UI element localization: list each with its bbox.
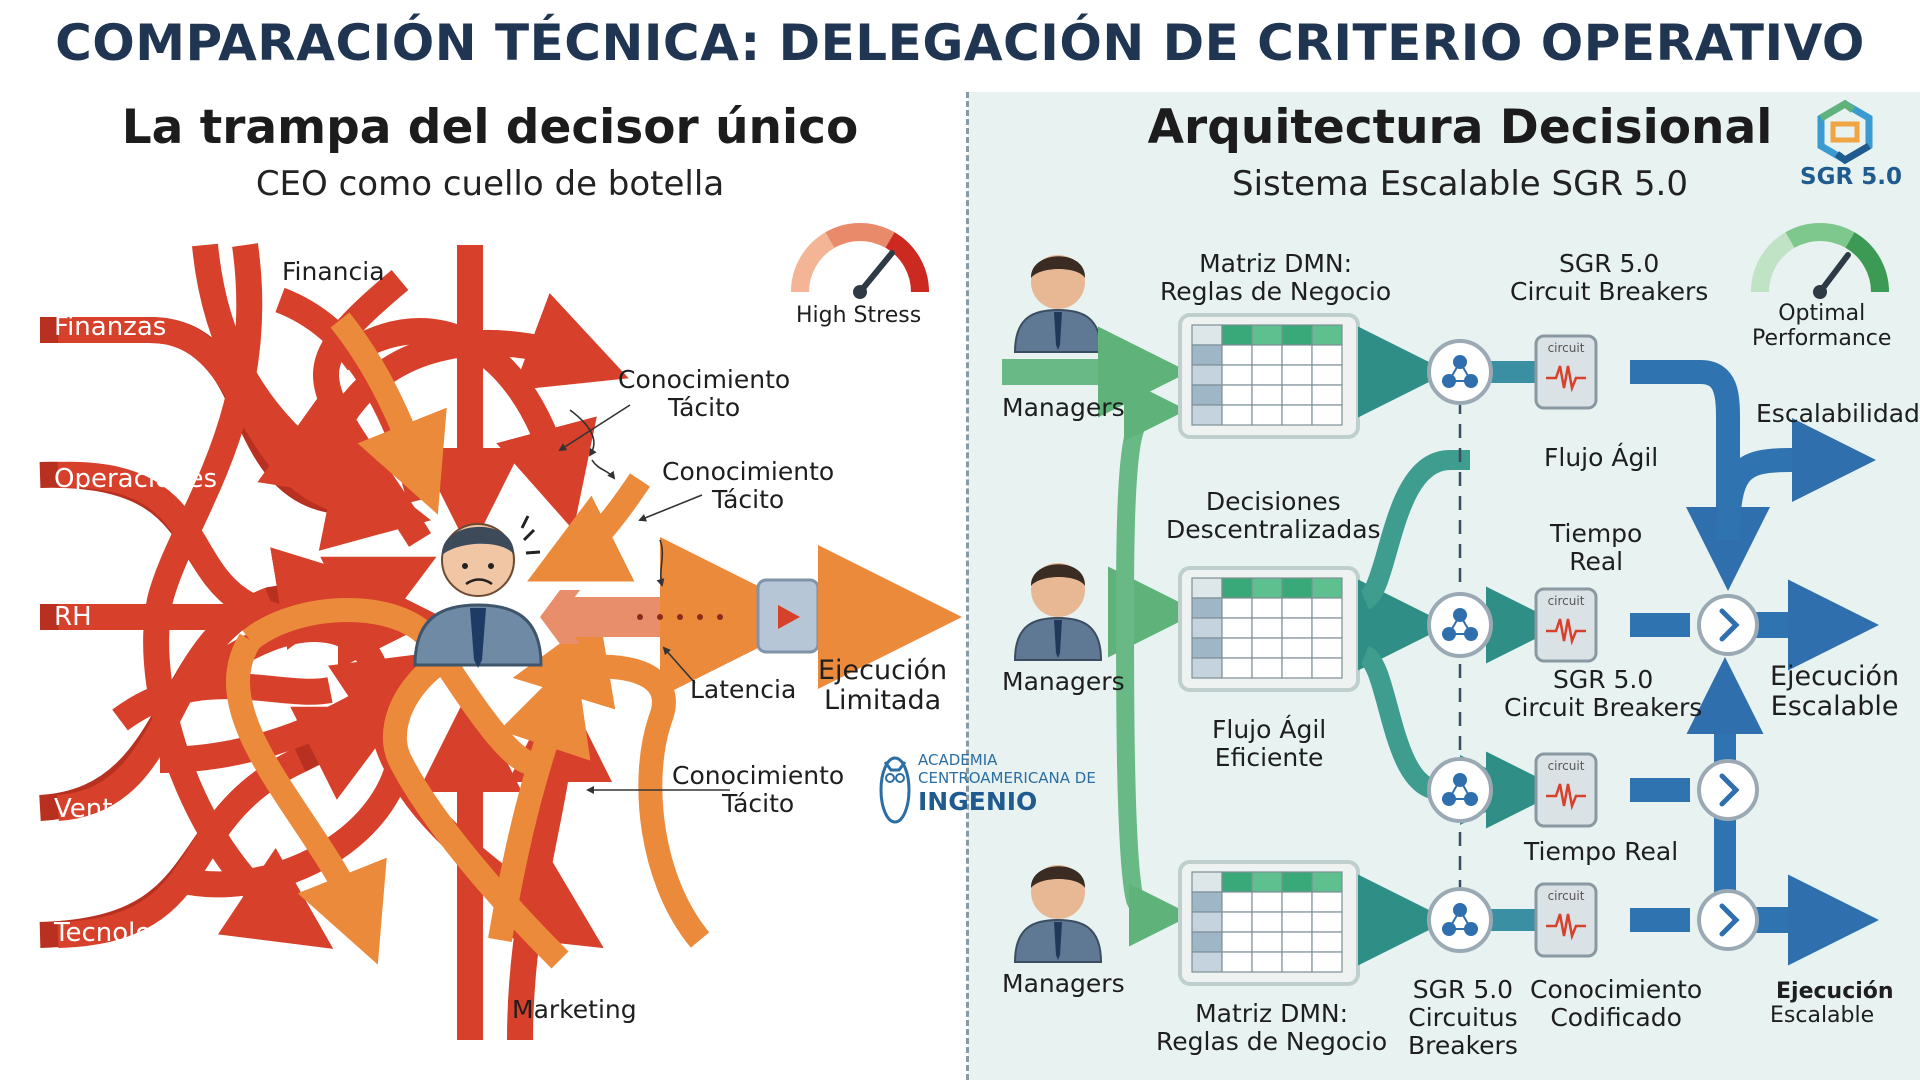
- chevron-right-icon: [1697, 889, 1759, 951]
- dmn-grid: [1191, 324, 1343, 426]
- brand-owl-icon: [879, 756, 911, 824]
- latency-label: Latencia: [690, 675, 797, 704]
- dmn-top-label: Matriz DMN: Reglas de Negocio: [1160, 249, 1392, 306]
- network-node-icon: [1427, 339, 1493, 405]
- chevron-right-icon: [1697, 594, 1759, 656]
- real-time-label-2: Tiempo Real: [1524, 837, 1679, 866]
- dept-label-ventas: Ventas: [54, 794, 142, 824]
- scalable-execution-label-2: Escalable: [1770, 1003, 1875, 1028]
- network-node-icon: [1427, 887, 1493, 953]
- ceo-figure: [413, 515, 543, 668]
- manager-figure-3: [1013, 865, 1103, 963]
- sgr-logo-text: SGR 5.0: [1800, 164, 1902, 190]
- circuit-breakers-bottom-label: SGR 5.0 Circuitus Breakers: [1408, 975, 1518, 1060]
- high-stress-label: High Stress: [796, 303, 922, 328]
- brand-line-2: CENTROAMERICANA DE: [918, 769, 1096, 787]
- manager-figure-1: [1013, 255, 1103, 353]
- circuit-breakers-mid-label: SGR 5.0 Circuit Breakers: [1504, 665, 1703, 722]
- agile-flow-efficient-label: Flujo Ágil Eficiente: [1212, 715, 1327, 772]
- dmn-grid: [1191, 871, 1343, 973]
- dept-label-tecnologia: Tecnología: [54, 918, 191, 948]
- right-panel-title: Arquitectura Decisional: [1147, 100, 1773, 155]
- limited-execution-label: Ejecución Limitada: [818, 655, 948, 717]
- network-node-icon: [1427, 592, 1493, 658]
- marketing-label: Marketing: [512, 995, 637, 1024]
- circuit-breaker-icon: circuit: [1534, 752, 1598, 828]
- optimal-performance-label: Optimal Performance: [1752, 301, 1892, 351]
- callout-lines: [558, 404, 730, 794]
- circuit-word: circuit: [1548, 341, 1585, 355]
- tacit-knowledge-label-3: Conocimiento Tácito: [672, 761, 845, 818]
- high-stress-gauge: [790, 222, 930, 299]
- dept-label-rh: RH: [54, 602, 92, 632]
- brand-line-1: ACADEMIA: [918, 751, 998, 769]
- scalability-label: Escalabilidad: [1756, 399, 1920, 428]
- circuit-word: circuit: [1548, 889, 1585, 903]
- optimal-performance-gauge: [1750, 222, 1890, 299]
- codified-knowledge-label: Conocimiento Codificado: [1530, 975, 1703, 1032]
- tacit-knowledge-label-2: Conocimiento Tácito: [662, 457, 835, 514]
- financia-label: Financia: [282, 257, 385, 286]
- left-panel-subtitle: CEO como cuello de botella: [255, 164, 725, 204]
- tacit-knowledge-label-1: Conocimiento Tácito: [618, 365, 791, 422]
- dmn-bottom-label: Matriz DMN: Reglas de Negocio: [1156, 999, 1388, 1056]
- dept-label-finanzas: Finanzas: [54, 312, 167, 342]
- managers-label-3: Managers: [1002, 969, 1125, 998]
- circuit-breakers-top-label: SGR 5.0 Circuit Breakers: [1510, 249, 1709, 306]
- right-panel-subtitle: Sistema Escalable SGR 5.0: [1232, 164, 1688, 204]
- circuit-breaker-icon: circuit: [1534, 587, 1598, 663]
- chevron-right-icon: [1697, 759, 1759, 821]
- sgr-logo-icon: [1817, 99, 1873, 165]
- dept-label-operaciones: Operaciones: [54, 464, 218, 494]
- manager-arrows: [1002, 326, 1199, 947]
- managers-label-1: Managers: [1002, 393, 1125, 422]
- left-panel-title: La trampa del decisor único: [121, 100, 859, 155]
- circuit-breaker-icon: circuit: [1534, 334, 1598, 410]
- scalable-execution-label-1: Ejecución Escalable: [1770, 661, 1900, 723]
- brand-academia: ACADEMIA CENTROAMERICANA DE INGENIO: [878, 752, 1098, 832]
- brand-line-3: INGENIO: [918, 787, 1038, 816]
- dmn-grid: [1191, 577, 1343, 679]
- agile-flow-top-label: Flujo Ágil: [1544, 443, 1659, 472]
- managers-label-2: Managers: [1002, 667, 1125, 696]
- circuit-word: circuit: [1548, 594, 1585, 608]
- real-time-label-1: Tiempo Real: [1550, 519, 1643, 576]
- panel-divider: [966, 92, 969, 1080]
- circuit-breaker-icon: circuit: [1534, 882, 1598, 958]
- main-title: COMPARACIÓN TÉCNICA: DELEGACIÓN DE CRITE…: [55, 14, 1865, 72]
- scalable-execution-label-2-bold: Ejecución: [1776, 979, 1894, 1004]
- network-node-icon: [1427, 757, 1493, 823]
- circuit-word: circuit: [1548, 759, 1585, 773]
- decentralized-decisions-label: Decisiones Descentralizadas: [1166, 487, 1381, 544]
- manager-figure-2: [1013, 563, 1103, 661]
